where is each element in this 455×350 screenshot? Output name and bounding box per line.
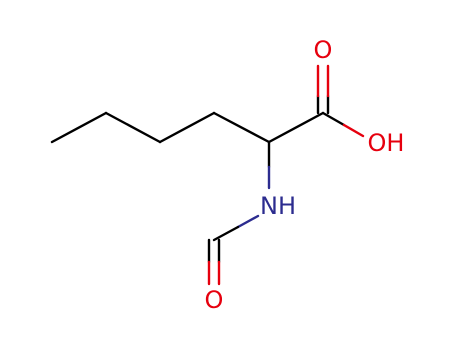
bond-c4-c3 [158,111,216,144]
atom-oxygen-carbonyl-acid: O [314,36,333,64]
bond-n-cformyl-blue [236,214,260,229]
atom-amide-nitrogen: NH [260,192,296,220]
bond-c6-c5 [50,111,108,144]
bond-c1-oh [321,111,346,127]
bond-c3-c2 [212,111,271,144]
bond-c1-oh-red [342,123,365,138]
bond-c2-c1 [267,111,325,144]
bond-c5-c4 [104,111,162,144]
atom-oxygen-formyl: O [205,286,224,314]
bond-n-cformyl [212,225,240,242]
atom-hydroxyl-group: OH [368,129,405,157]
